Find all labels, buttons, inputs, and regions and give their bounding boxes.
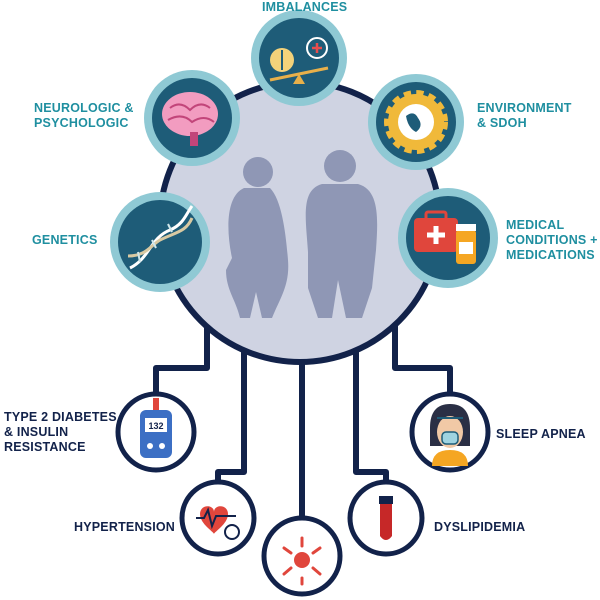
label-imbalances: IMBALANCES: [262, 0, 348, 14]
label-medical-conditions-medications: MEDICAL CONDITIONS + MEDICATIONS: [506, 218, 598, 262]
connector-diabetes: [153, 317, 210, 401]
globe-gear-icon: [368, 74, 464, 170]
label-type2-diabetes: TYPE 2 DIABETES & INSULIN RESISTANCE: [4, 410, 117, 454]
medical-kit-and-pills-icon: [398, 188, 498, 288]
woman-silhouette-icon: [226, 157, 289, 318]
dna-icon: [110, 192, 210, 292]
label-dyslipidemia: DYSLIPIDEMIA: [434, 520, 526, 534]
cpap-mask-icon: [409, 391, 491, 473]
label-genetics: GENETICS: [32, 233, 98, 247]
blood-tube-icon: [347, 479, 425, 557]
label-hypertension: HYPERTENSION: [74, 520, 176, 534]
connector-sleep-apnea: [392, 317, 453, 398]
joint-pain-icon: [261, 515, 343, 597]
label-neurologic-psychologic: NEUROLOGIC & PSYCHOLOGIC: [34, 101, 134, 130]
connector-lines: [153, 317, 453, 523]
brain-icon: [144, 70, 240, 166]
glucose-reading: 132: [148, 421, 163, 431]
man-silhouette-icon: [305, 150, 378, 318]
glucose-meter-icon: 132: [115, 391, 197, 473]
blood-pressure-cuff-icon: [179, 479, 257, 557]
connector-dyslipidemia: [353, 342, 389, 485]
label-environment-sdoh: ENVIRONMENT & SDOH: [477, 101, 572, 130]
imbalances-icon: [251, 10, 347, 106]
label-sleep-apnea: SLEEP APNEA: [496, 427, 586, 441]
connector-hypertension: [215, 342, 247, 485]
